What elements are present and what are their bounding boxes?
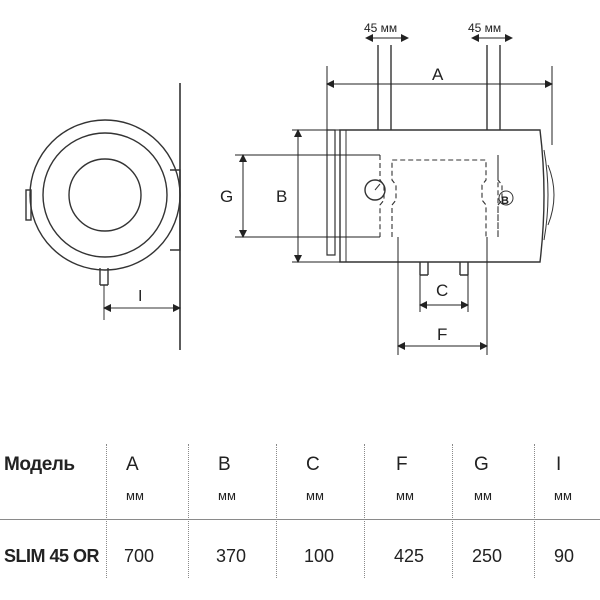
technical-drawing: I B [25, 21, 555, 355]
column-separator [452, 444, 453, 578]
side-view [25, 83, 181, 350]
brand-badge-letter: B [501, 195, 509, 207]
tank-body [339, 129, 545, 263]
brand-badge-icon [498, 190, 514, 206]
tank-right-cap [543, 149, 549, 241]
connector-right [459, 262, 469, 276]
column-letter: F [396, 454, 408, 475]
table-divider [0, 519, 600, 520]
side-knob [25, 189, 32, 221]
column-separator [364, 444, 365, 578]
column-value: 370 [216, 546, 247, 566]
thermometer-icon [364, 179, 386, 201]
column-separator [188, 444, 189, 578]
column-unit: мм [554, 488, 572, 503]
dim-label-f: F [437, 325, 447, 344]
model-name: SLIM 45 OR [4, 546, 100, 566]
column-letter: I [556, 454, 562, 475]
dim-label-pipe-left: 45 мм [364, 21, 397, 35]
tank-outer-circle [29, 119, 181, 271]
column-value: 90 [554, 546, 575, 566]
column-unit: мм [306, 488, 324, 503]
flange-circle [68, 158, 142, 232]
dim-label-b: B [276, 187, 287, 206]
connector-left [419, 262, 429, 276]
dim-label-i: I [138, 288, 142, 305]
column-unit: мм [396, 488, 414, 503]
column-unit: мм [218, 488, 236, 503]
column-letter: C [306, 454, 320, 475]
dim-label-g: G [220, 187, 233, 206]
column-separator [276, 444, 277, 578]
column-letter: A [126, 454, 139, 475]
column-unit: мм [474, 488, 492, 503]
column-letter: G [474, 454, 489, 475]
tank-right-knob [547, 164, 555, 226]
column-letter: B [218, 454, 231, 475]
dim-label-c: C [436, 281, 448, 300]
spec-table: Модель SLIM 45 OR A мм 700 B мм 370 C мм… [0, 436, 600, 586]
column-value: 700 [124, 546, 155, 566]
column-separator [106, 444, 107, 578]
column-value: 425 [394, 546, 425, 566]
dim-label-a: A [432, 65, 444, 84]
wall-bracket [326, 129, 336, 256]
column-separator [534, 444, 535, 578]
model-header: Модель [4, 454, 75, 475]
pipe-right [486, 45, 501, 130]
pipe-left [377, 45, 392, 130]
dim-label-pipe-right: 45 мм [468, 21, 501, 35]
column-unit: мм [126, 488, 144, 503]
column-value: 250 [472, 546, 503, 566]
column-value: 100 [304, 546, 335, 566]
tank-inner-circle [42, 132, 168, 258]
heating-element-dashed [379, 155, 503, 237]
